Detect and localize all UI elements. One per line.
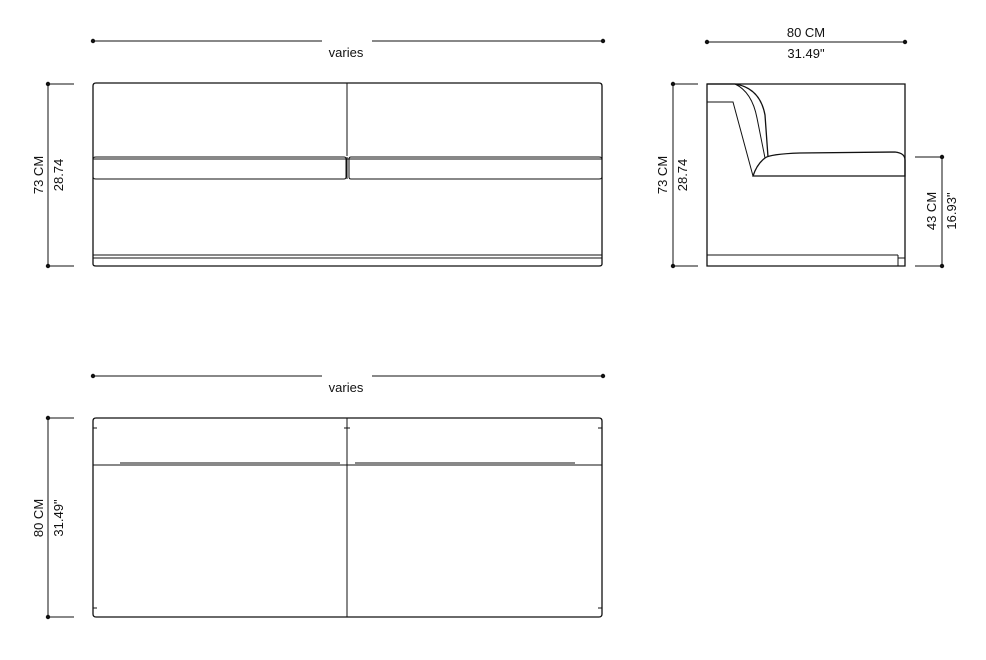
top-width-dimension: varies [90,373,606,395]
front-height-label-in: 28.74 [51,159,66,192]
side-sofa-profile [706,83,906,267]
front-view: varies 73 CM 28.74 [31,38,606,269]
side-depth-label-cm: 80 CM [787,25,825,40]
top-sofa-outline [92,417,603,618]
side-depth-label-in: 31.49" [787,46,825,61]
top-depth-dimension: 80 CM 31.49" [31,415,74,620]
front-height-label-cm: 73 CM [31,156,46,194]
side-height-label-cm: 73 CM [655,156,670,194]
front-width-label: varies [329,45,364,60]
front-width-dimension: varies [90,38,606,60]
side-seat-height-label-cm: 43 CM [924,192,939,230]
side-height-label-in: 28.74 [675,159,690,192]
top-depth-label-cm: 80 CM [31,499,46,537]
top-depth-label-in: 31.49" [51,499,66,537]
side-depth-dimension: 80 CM 31.49" [704,25,908,61]
front-sofa-outline [92,82,603,267]
top-width-label: varies [329,380,364,395]
side-seat-height-label-in: 16.93" [944,192,959,230]
top-view: varies 80 CM 31.49" [31,373,606,620]
front-height-dimension: 73 CM 28.74 [31,81,74,269]
side-height-dimension: 73 CM 28.74 [655,81,698,269]
side-view: 80 CM 31.49" 73 CM 28.74 43 CM 16.93" [655,25,959,269]
side-seat-height-dimension: 43 CM 16.93" [915,154,959,269]
